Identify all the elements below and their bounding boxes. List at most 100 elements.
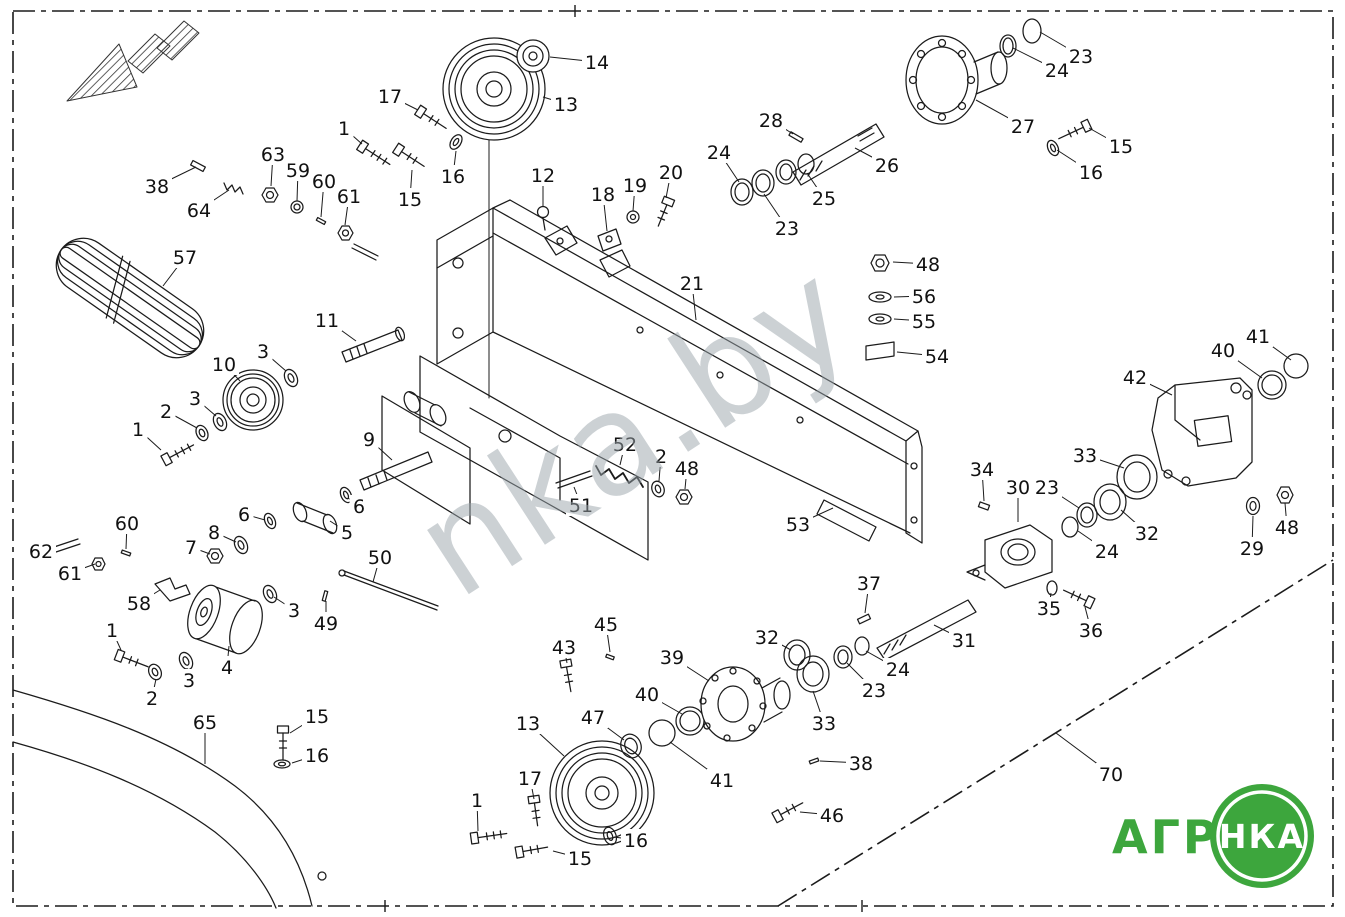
callout-chip: [1034, 597, 1064, 619]
callout-chip: [591, 613, 621, 635]
callout-chip: [124, 592, 154, 614]
callout-chip: [1008, 115, 1038, 137]
callout-number: 56: [912, 286, 936, 308]
callout-chip: [156, 400, 176, 422]
callout-chip: [1042, 59, 1072, 81]
callout-number: 24: [1095, 541, 1119, 563]
callout-number: 40: [635, 684, 659, 706]
callout-number: 1: [471, 790, 483, 812]
callout-chip: [620, 174, 650, 196]
callout-number: 47: [581, 707, 605, 729]
callout-number: 1: [338, 118, 350, 140]
callout-number: 43: [552, 637, 576, 659]
callout-chip: [872, 154, 902, 176]
callout-chip: [809, 712, 839, 734]
callout-chip: [909, 310, 939, 332]
callout-chip: [582, 51, 612, 73]
callout-number: 23: [1035, 477, 1059, 499]
callout-chip: [1096, 763, 1126, 785]
callout-chip: [621, 829, 651, 851]
callout-number: 31: [952, 630, 976, 652]
callout-number: 24: [707, 142, 731, 164]
callout-chip: [551, 93, 581, 115]
callout-number: 17: [518, 768, 542, 790]
callout-number: 48: [916, 254, 940, 276]
callout-number: 6: [238, 504, 250, 526]
v-belt-57: [55, 237, 205, 359]
callout-number: 52: [613, 434, 637, 456]
callout-chip: [467, 789, 487, 811]
washer-16-top: [449, 134, 463, 150]
callout-chip: [1066, 45, 1096, 67]
callout-chip: [528, 164, 558, 186]
callout-number: 33: [1073, 445, 1097, 467]
callout-chip: [179, 669, 199, 691]
shaft-9-link-5-group: [206, 451, 433, 564]
shaft-11-pulley-10-group: [160, 326, 406, 467]
roller-4-group: [113, 584, 263, 681]
callout-chip: [312, 309, 342, 331]
callout-chip: [1272, 516, 1302, 538]
callout-number: 48: [1275, 517, 1299, 539]
callout-number: 18: [591, 184, 615, 206]
callout-number: 49: [314, 613, 338, 635]
callout-chip: [909, 285, 939, 307]
watermark: nka.by: [388, 231, 880, 630]
callout-number: 34: [970, 459, 994, 481]
callout-number: 16: [1079, 162, 1103, 184]
callout-chip: [809, 187, 839, 209]
page-border: [12, 10, 1334, 907]
bolt-17-top: [414, 104, 447, 129]
callout-chip: [302, 744, 332, 766]
callout-number: 38: [145, 176, 169, 198]
machine-cut-line: [777, 559, 1334, 907]
callout-number: 13: [516, 713, 540, 735]
callout-chip: [185, 387, 205, 409]
callout-number: 53: [786, 514, 810, 536]
callout-number: 60: [312, 171, 336, 193]
callout-chip: [26, 540, 56, 562]
callout-chip: [752, 626, 782, 648]
callout-number: 16: [441, 166, 465, 188]
callout-chip: [209, 353, 239, 375]
plate-53: [816, 499, 877, 542]
callout-chip: [1076, 619, 1106, 641]
callout-chip: [657, 646, 687, 668]
callout-chip: [549, 636, 579, 658]
callout-chip: [438, 165, 468, 187]
callout-chip: [672, 457, 702, 479]
callout-chip: [1092, 540, 1122, 562]
callout-number: 15: [1109, 136, 1133, 158]
callout-chip: [1032, 476, 1062, 498]
callout-chip: [337, 521, 357, 543]
callout-chip: [334, 117, 354, 139]
machine-drawing: [12, 18, 1309, 909]
callout-chip: [783, 513, 813, 535]
callout-chip: [302, 705, 332, 727]
callout-chip: [349, 495, 369, 517]
callout-number: 3: [257, 341, 269, 363]
callout-number: 42: [1123, 367, 1147, 389]
callout-chip: [704, 141, 734, 163]
callout-chip: [1003, 476, 1033, 498]
callout-number: 41: [710, 770, 734, 792]
callout-number: 1: [106, 620, 118, 642]
callout-number: 3: [288, 600, 300, 622]
callout-chip: [578, 706, 608, 728]
callout-chip: [365, 546, 395, 568]
callout-chip: [204, 521, 224, 543]
main-frame-21: [381, 139, 923, 561]
callout-number: 26: [875, 155, 899, 177]
callout-number: 55: [912, 311, 936, 333]
callout-number: 51: [569, 495, 593, 517]
callout-number: 5: [341, 522, 353, 544]
callout-number: 61: [58, 563, 82, 585]
housing-65: [12, 689, 327, 909]
callout-number: 23: [1069, 46, 1093, 68]
callout-number: 59: [286, 160, 310, 182]
callout-chip: [55, 562, 85, 584]
callout-chip: [170, 246, 200, 268]
logo-text-nka: НКА: [1219, 817, 1305, 856]
callout-number: 27: [1011, 116, 1035, 138]
